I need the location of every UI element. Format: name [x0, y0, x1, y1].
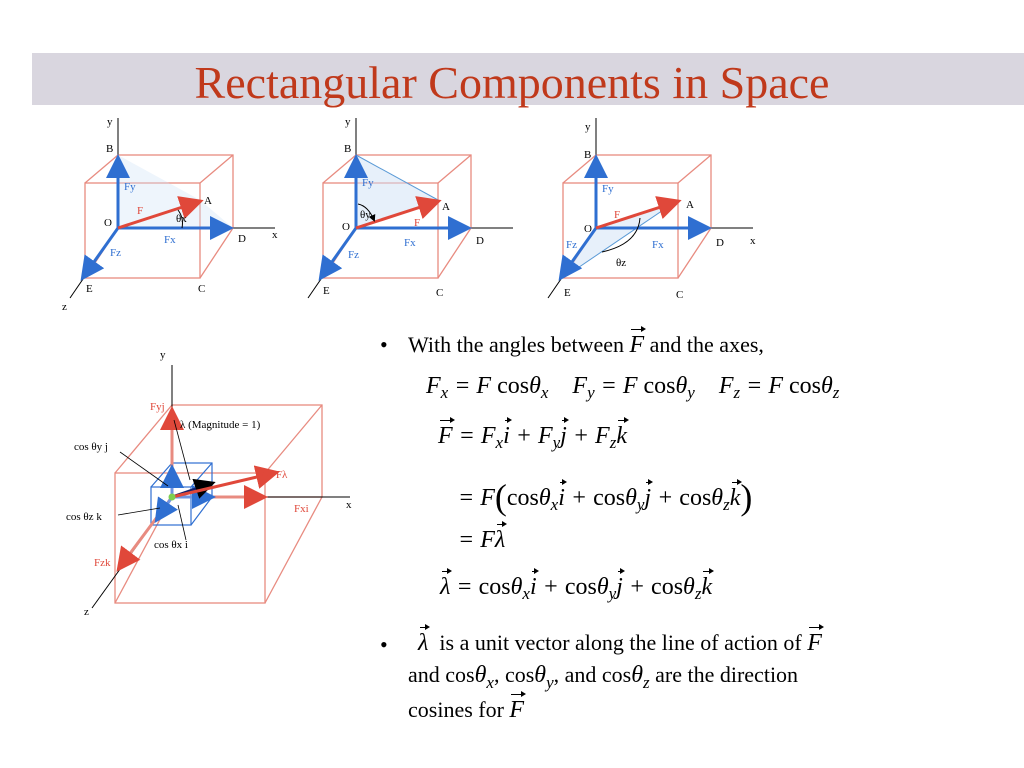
fig4-magnitude-label: λ (Magnitude = 1)	[180, 419, 261, 431]
fig4-y-label: y	[160, 349, 166, 361]
fig1-z-label: z	[62, 301, 67, 313]
fig3-theta: θz	[616, 257, 626, 269]
fig2-F: F	[414, 217, 420, 229]
fig1-y-label: y	[107, 116, 113, 128]
fig2-D: D	[476, 235, 484, 247]
bullet-2-text-e: are the direction	[655, 662, 799, 687]
fig3-C: C	[676, 289, 683, 301]
fig4-x-label: x	[346, 499, 352, 511]
fig3-y-label: y	[585, 121, 591, 133]
fig3-Fz: Fz	[566, 239, 577, 251]
bullet-2-line-2: and cosθx, cosθy, and cosθz are the dire…	[408, 662, 799, 692]
figure-2: y B A O D E C Fy F Fx Fz θy	[307, 116, 513, 299]
fig2-y-label: y	[345, 116, 351, 128]
fig1-A: A	[204, 195, 212, 207]
fig2-Fy: Fy	[362, 177, 374, 189]
equation-vector-sum: F = Fxi + Fyj + Fzk	[438, 417, 629, 452]
fig4-F-lambda: F = Fλ	[258, 469, 288, 481]
fig3-Fy: Fy	[602, 183, 614, 195]
figure-3: y x B A O D E C Fy F Fx Fz θz	[547, 118, 756, 301]
fig1-Fy: Fy	[124, 181, 136, 193]
bullet-2-text-b: and cos	[408, 662, 475, 687]
bullet-dot-2: •	[380, 632, 388, 657]
equation-lambda: λ = cosθxi + cosθyj + cosθzk	[440, 568, 714, 603]
slide-title: Rectangular Components in Space	[194, 57, 830, 108]
bullet-1-text-b: and the axes,	[649, 332, 764, 357]
fig1-F: F	[137, 205, 143, 217]
bullet-2-text-c: , cos	[493, 662, 535, 687]
fig3-D: D	[716, 237, 724, 249]
fig3-x-label: x	[750, 235, 756, 247]
bullet-2-text-d: , and cos	[553, 662, 632, 687]
fig4-Fy-j: Fyj	[150, 401, 165, 413]
fig1-x-label: x	[272, 229, 278, 241]
fig1-D: D	[238, 233, 246, 245]
bullet-dot-1: •	[380, 332, 388, 357]
bullet-2-line-1: λ is a unit vector along the line of act…	[418, 624, 824, 656]
bullet-2-line-3: cosines for F	[408, 691, 526, 723]
figure-1: y x z B A O D E C Fy F Fx Fz θx	[62, 116, 278, 313]
bullet-1-text: With the angles between F and the axes,	[408, 326, 764, 358]
fig2-O: O	[342, 221, 350, 233]
fig4-cos-z-k: cos θz k	[66, 511, 102, 523]
fig2-theta: θy	[360, 209, 371, 221]
fig1-E: E	[86, 283, 93, 295]
fig1-O: O	[104, 217, 112, 229]
fig2-E: E	[323, 285, 330, 297]
fig4-cos-x-i: cos θx i	[154, 539, 188, 551]
fig1-theta: θx	[176, 213, 187, 225]
fig3-A: A	[686, 199, 694, 211]
fig4-cos-y-j: cos θy j	[74, 441, 108, 453]
fig3-O: O	[584, 223, 592, 235]
fig3-B: B	[584, 149, 591, 161]
equation-components: Fx = F cosθx Fy = F cosθy Fz = F cosθz	[426, 373, 840, 402]
bullet-2-text-a: is a unit vector along the line of actio…	[439, 630, 802, 655]
fig2-A: A	[442, 201, 450, 213]
fig2-C: C	[436, 287, 443, 299]
fig2-Fx: Fx	[404, 237, 416, 249]
fig1-Fz: Fz	[110, 247, 121, 259]
equation-f-lambda: = Fλ	[458, 521, 508, 553]
fig3-E: E	[564, 287, 571, 299]
bullet-2-text-f: cosines for	[408, 697, 504, 722]
fig2-B: B	[344, 143, 351, 155]
fig4-Fx-i: Fxi	[294, 503, 309, 515]
figure-4: y x z Fyj λ (Magnitude = 1) F = Fλ Fxi F…	[66, 349, 352, 618]
title-bar	[32, 53, 1024, 105]
bullet-1-text-a: With the angles between	[408, 332, 624, 357]
fig3-Fx: Fx	[652, 239, 664, 251]
fig3-F: F	[614, 209, 620, 221]
fig1-B: B	[106, 143, 113, 155]
fig4-Fz-k: Fzk	[94, 557, 111, 569]
fig1-Fx: Fx	[164, 234, 176, 246]
equation-cosines: = F(cosθxi + cosθyj + cosθzk)	[458, 477, 753, 517]
fig2-Fz: Fz	[348, 249, 359, 261]
fig1-C: C	[198, 283, 205, 295]
fig4-z-label: z	[84, 606, 89, 618]
